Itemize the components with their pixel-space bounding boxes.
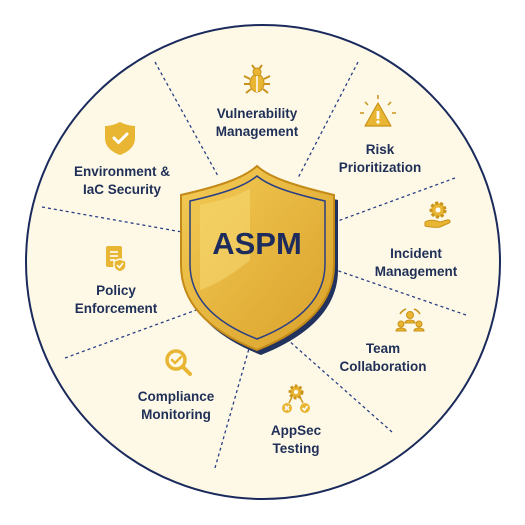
document-shield-icon [106, 246, 127, 273]
label-environment-iac-security: Environment &IaC Security [73, 164, 170, 197]
team-icon [395, 308, 425, 332]
divider-line [287, 339, 393, 433]
shield-check-icon [105, 122, 135, 155]
aspm-shield: ASPM [180, 164, 338, 355]
divider-line [297, 61, 359, 179]
warning-icon [360, 95, 396, 127]
divider-line [64, 304, 211, 359]
hand-gear-icon [424, 201, 451, 228]
gear-check-icon [282, 384, 310, 413]
center-label: ASPM [212, 226, 302, 261]
divider-line [154, 61, 219, 177]
magnifier-check-icon [165, 349, 192, 376]
bug-icon [243, 64, 271, 94]
